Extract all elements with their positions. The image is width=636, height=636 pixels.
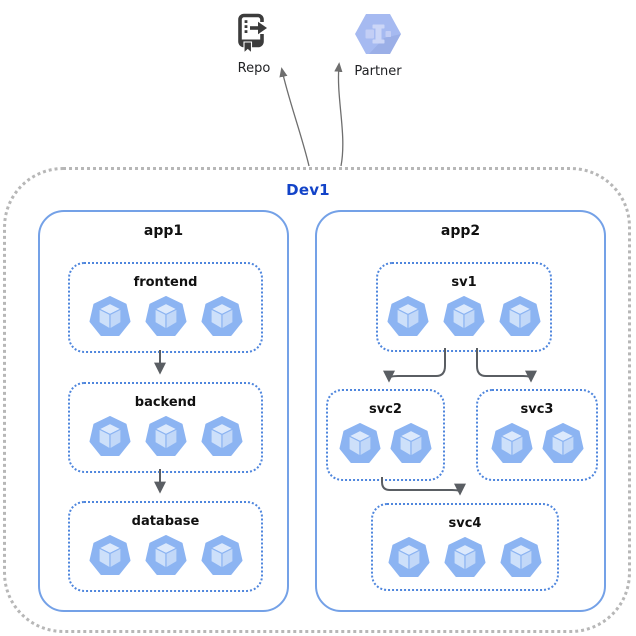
app2-title: app2 [440, 223, 481, 239]
repo-node [231, 11, 273, 59]
pod-icon [444, 537, 486, 577]
backend-pods [89, 416, 243, 458]
service-svc4-label: svc4 [448, 516, 482, 531]
pod-icon [388, 537, 430, 577]
svc3-pods [491, 423, 584, 465]
service-svc3-label: svc3 [520, 402, 554, 417]
cluster-label: Dev1 [286, 181, 330, 199]
app1-box: app1 frontend backend [38, 210, 289, 612]
pod-icon [145, 535, 186, 575]
pod-icon [387, 296, 429, 336]
edge-dev1-partner [334, 62, 344, 167]
service-database: database [68, 501, 263, 592]
app1-title: app1 [143, 223, 184, 239]
pod-icon [500, 537, 542, 577]
service-sv1: sv1 [376, 262, 552, 352]
service-backend: backend [68, 382, 263, 473]
pod-icon [145, 296, 186, 336]
pod-icon [201, 296, 242, 336]
service-frontend: frontend [68, 262, 263, 353]
sv1-pods [387, 296, 541, 338]
partner-label: Partner [354, 64, 402, 79]
pod-icon [201, 416, 242, 456]
svc2-pods [339, 423, 432, 465]
service-sv1-label: sv1 [451, 275, 477, 290]
service-database-label: database [131, 514, 200, 529]
database-pods [89, 535, 243, 577]
repo-label: Repo [237, 61, 271, 76]
pod-icon [339, 423, 381, 463]
service-svc2: svc2 [326, 389, 445, 481]
service-svc3: svc3 [476, 389, 598, 481]
pod-icon [89, 416, 130, 456]
pod-icon [89, 535, 130, 575]
service-frontend-label: frontend [133, 275, 198, 290]
pod-icon [89, 296, 130, 336]
cluster-dev1: Dev1 app1 frontend backend [3, 167, 631, 633]
pod-icon [390, 423, 432, 463]
app2-box: app2 sv1 svc2 [315, 210, 606, 612]
frontend-pods [89, 296, 243, 338]
pod-icon [201, 535, 242, 575]
pod-icon [145, 416, 186, 456]
source-repository-icon [238, 13, 267, 55]
partner-node [354, 13, 402, 59]
service-svc4: svc4 [371, 503, 559, 591]
partner-hexagon-icon [355, 14, 401, 54]
pod-icon [499, 296, 541, 336]
edge-dev1-repo [279, 67, 310, 167]
pod-icon [443, 296, 485, 336]
service-svc2-label: svc2 [369, 402, 402, 417]
pod-icon [542, 423, 583, 463]
service-backend-label: backend [134, 395, 197, 410]
svc4-pods [388, 537, 542, 579]
pod-icon [491, 423, 532, 463]
